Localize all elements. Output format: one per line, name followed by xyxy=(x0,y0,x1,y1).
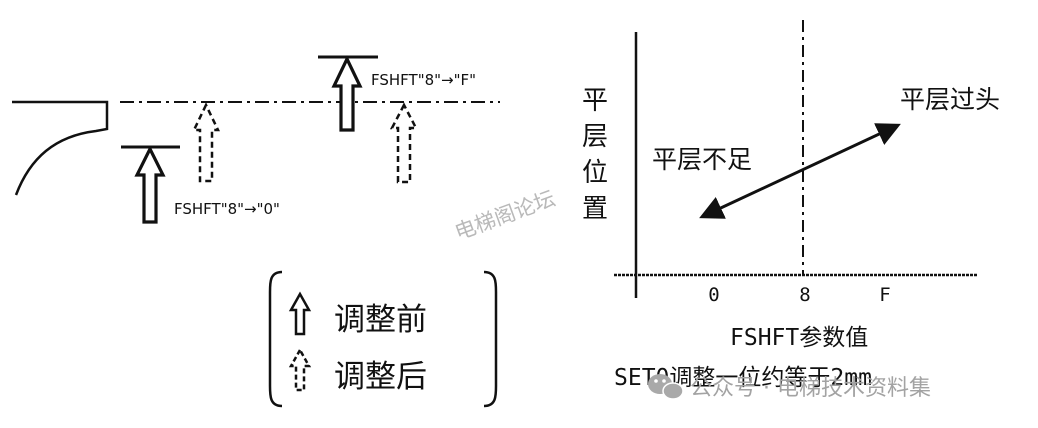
y-axis-label-char-3: 位 xyxy=(582,158,608,188)
over-label: 平层过头 xyxy=(900,85,1000,114)
floor-profile xyxy=(12,100,109,196)
tick-label-8: 8 xyxy=(799,284,810,306)
legend-before-label: 调整前 xyxy=(334,302,427,338)
legend-solid-arrow-icon xyxy=(288,291,312,336)
account-watermark: 公众号 · 电梯技术资料集 xyxy=(648,374,931,401)
arrow-after-right xyxy=(389,102,419,184)
account-watermark-text: 公众号 · 电梯技术资料集 xyxy=(690,376,931,401)
y-axis-label-char-1: 平 xyxy=(582,86,608,116)
under-label: 平层不足 xyxy=(652,145,752,174)
forum-watermark: 电梯阁论坛 xyxy=(452,186,559,244)
label-fshft-8-to-0: FSHFT"8"→"0" xyxy=(174,200,280,218)
left-panel: FSHFT"8"→"F" FSHFT"8"→"0" 调整前 调整后 xyxy=(12,55,500,408)
arrow-before-to-f xyxy=(318,55,378,132)
arrow-after-left xyxy=(192,102,220,183)
legend: 调整前 调整后 xyxy=(268,270,498,408)
right-panel: 平 层 位 置 平层过头 平层不足 0 8 F FSHFT参数值 SET0调整一… xyxy=(582,20,1000,391)
y-axis-label-char-4: 置 xyxy=(582,194,608,224)
arrow-before-to-0 xyxy=(121,145,180,224)
legend-after-label: 调整后 xyxy=(334,359,427,395)
level-trend-arrow xyxy=(699,123,901,219)
label-fshft-8-to-f: FSHFT"8"→"F" xyxy=(371,71,476,89)
tick-label-0: 0 xyxy=(708,284,719,306)
x-axis-title: FSHFT参数值 xyxy=(730,325,868,351)
tick-label-f: F xyxy=(879,284,890,306)
legend-dashed-arrow-icon xyxy=(288,347,312,392)
wechat-icon xyxy=(648,374,684,400)
y-axis-label-char-2: 层 xyxy=(582,122,608,152)
